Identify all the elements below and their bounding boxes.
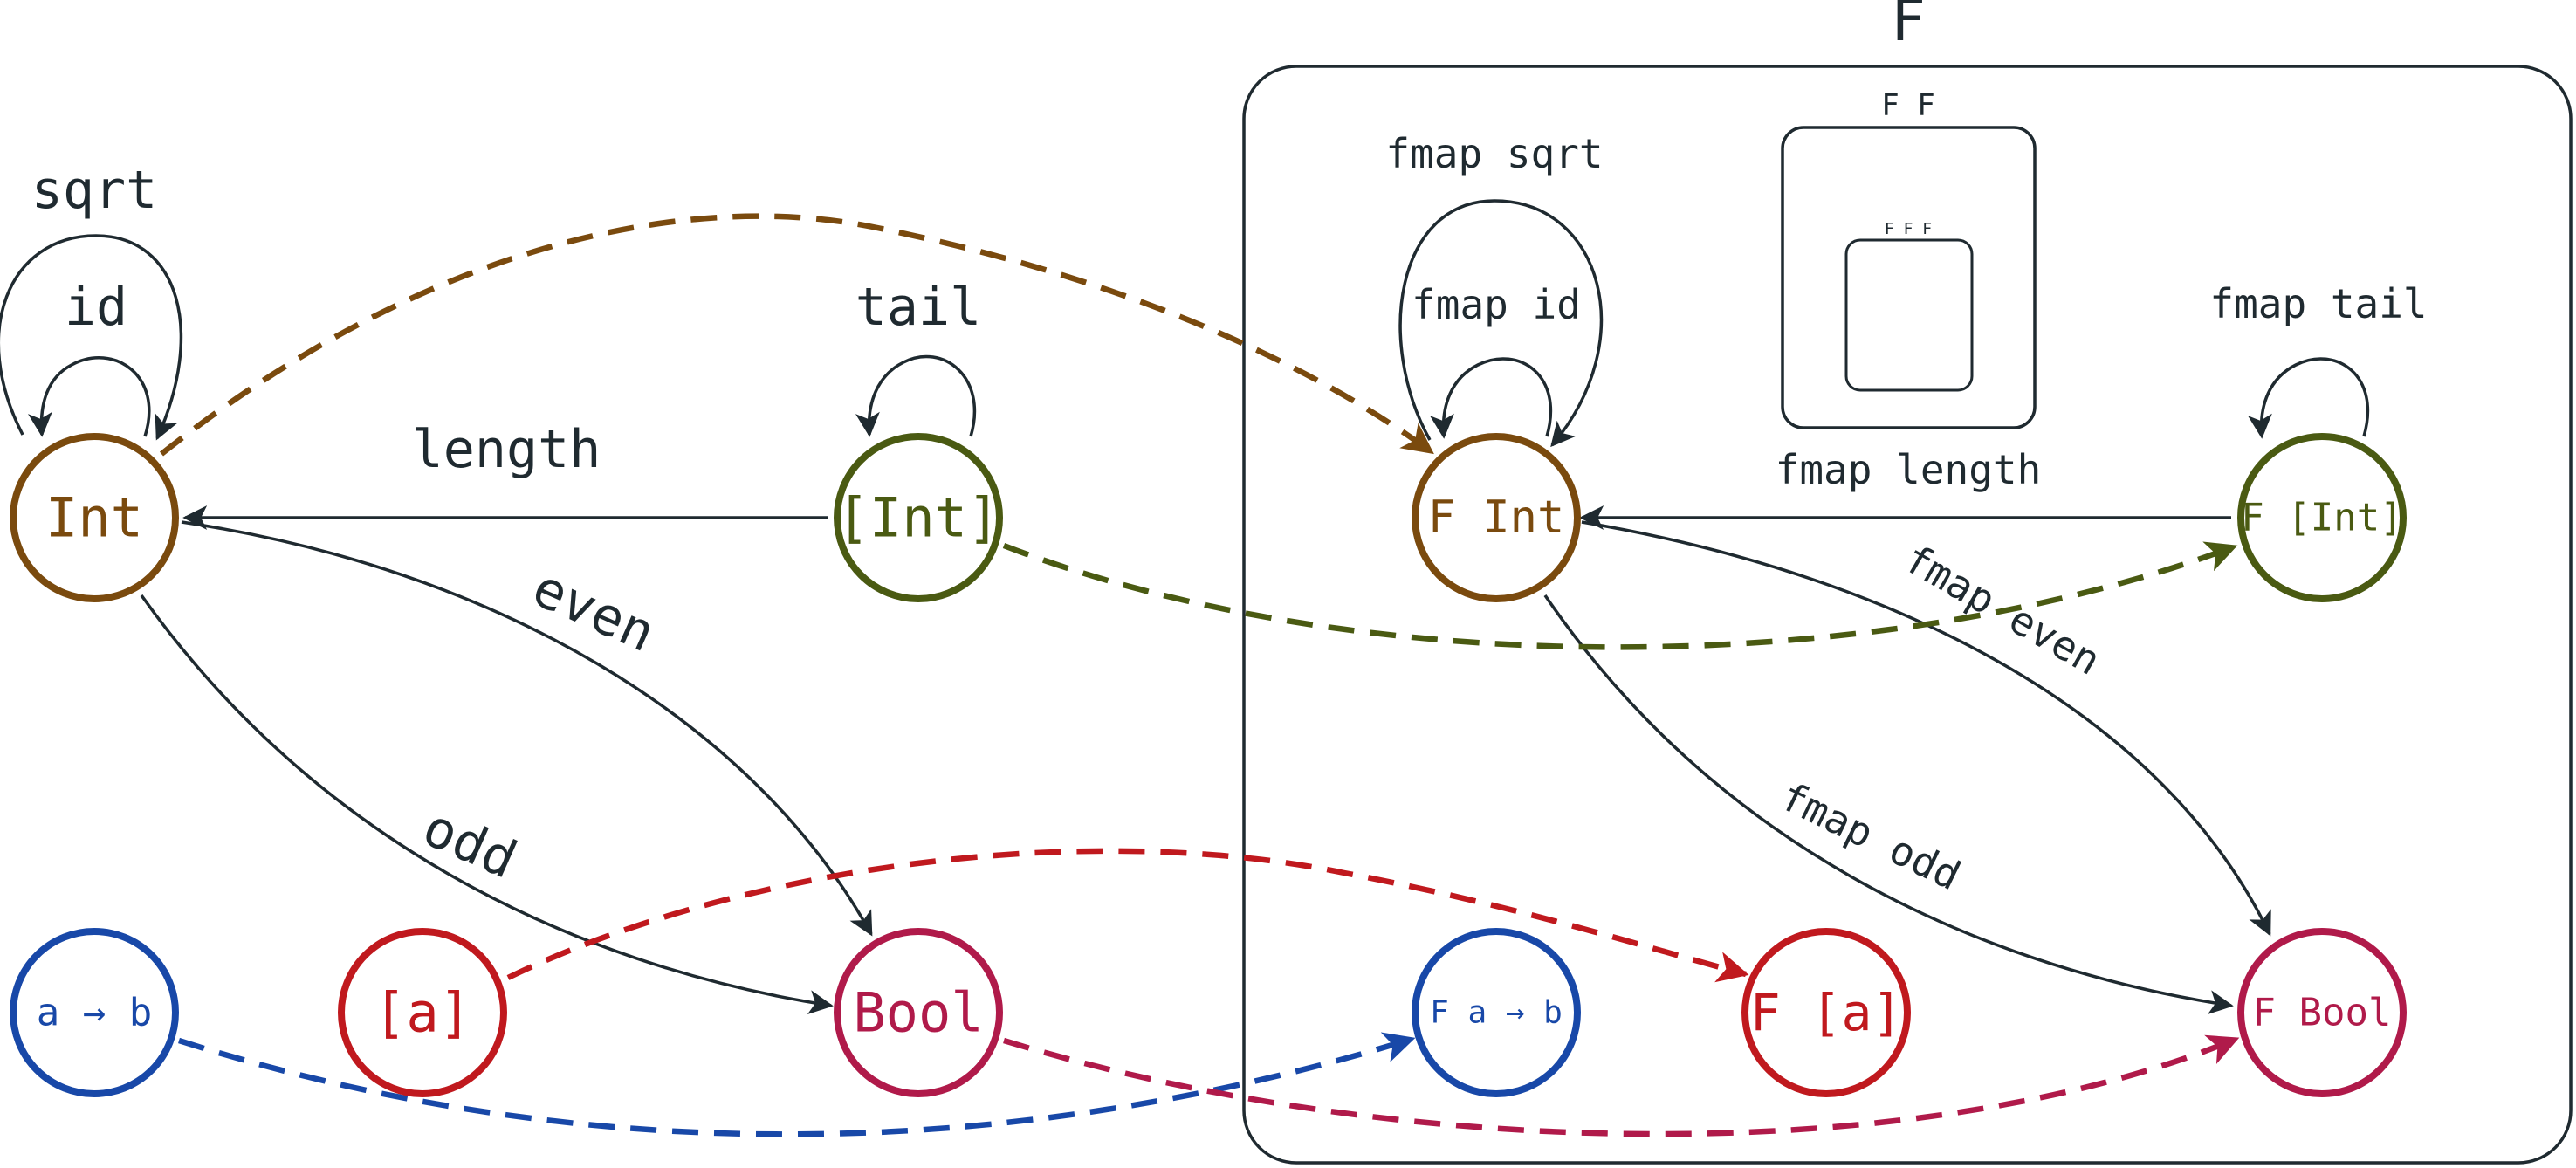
map-func <box>178 1032 1416 1137</box>
node-list-int: [Int] <box>834 433 1003 602</box>
edge-label-fmap-id: fmap id <box>1412 281 1581 328</box>
edge-label-fmap-odd: fmap odd <box>1774 773 1968 900</box>
edge-label-odd: odd <box>414 797 525 891</box>
node-f-func-label: F a → b <box>1430 995 1563 1031</box>
node-int-label: Int <box>45 486 143 550</box>
edge-tail <box>855 354 977 437</box>
edge-label-fmap-length: fmap length <box>1776 446 2042 493</box>
node-list-int-label: [Int] <box>837 486 1000 550</box>
map-int <box>159 213 1434 457</box>
edge-label-tail: tail <box>855 277 982 338</box>
map-list-int <box>1002 541 2238 650</box>
edge-fmap-id <box>1429 357 1553 439</box>
node-f-list-int-label: F [Int] <box>2241 496 2402 540</box>
edge-fmap-tail <box>2247 357 2370 439</box>
node-f-int-label: F Int <box>1428 491 1565 544</box>
edge-label-id: id <box>65 277 127 338</box>
functor-innermost-box <box>1844 238 1974 392</box>
edge-fmap-sqrt <box>1398 199 1604 448</box>
edge-id <box>27 356 151 437</box>
functor-title: F <box>1891 0 1926 54</box>
functor-inner-title: F F <box>1881 88 1934 123</box>
functor-box <box>1242 65 2573 1165</box>
edge-odd <box>140 594 834 1014</box>
node-f-list-a: F [a] <box>1741 928 1911 1097</box>
edge-sqrt <box>0 234 183 441</box>
functor-inner-box <box>1781 126 2037 429</box>
node-f-list-int: F [Int] <box>2237 433 2407 602</box>
node-func-label: a → b <box>37 991 152 1035</box>
edge-fmap-even <box>1581 520 2271 937</box>
edge-even <box>181 520 873 937</box>
node-f-int: F Int <box>1412 433 1581 602</box>
node-bool-label: Bool <box>853 981 983 1045</box>
edge-label-length: length <box>412 419 601 480</box>
edge-label-fmap-tail: fmap tail <box>2209 280 2427 327</box>
node-func: a → b <box>10 928 179 1097</box>
node-f-list-a-label: F [a] <box>1750 983 1903 1042</box>
edge-label-even: even <box>524 557 663 664</box>
node-bool: Bool <box>834 928 1003 1097</box>
node-f-func: F a → b <box>1412 928 1581 1097</box>
node-int: Int <box>10 433 179 602</box>
map-bool <box>1003 1034 2240 1137</box>
map-list-a <box>506 848 1749 983</box>
node-f-bool: F Bool <box>2237 928 2407 1097</box>
functor-innermost-title: F F F <box>1885 220 1932 238</box>
node-list-a-label: [a] <box>374 981 471 1045</box>
edge-fmap-odd <box>1543 594 2234 1015</box>
edge-label-sqrt: sqrt <box>31 160 158 221</box>
node-f-bool-label: F Bool <box>2253 991 2392 1035</box>
edge-label-fmap-sqrt: fmap sqrt <box>1385 130 1603 177</box>
node-list-a: [a] <box>338 928 507 1097</box>
